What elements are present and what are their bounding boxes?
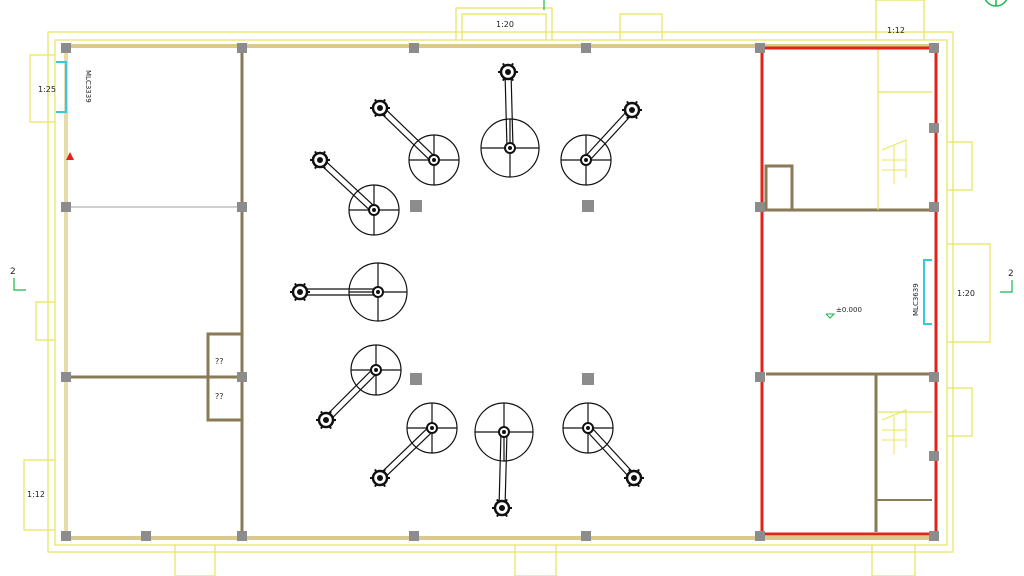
floor-pad <box>410 200 422 212</box>
robot-cell <box>480 62 540 178</box>
column <box>237 531 247 541</box>
scale-label-top-right: 1:12 <box>887 26 905 35</box>
axis-marker-right <box>1000 280 1013 293</box>
column <box>237 202 247 212</box>
column <box>61 531 71 541</box>
column <box>61 43 71 53</box>
column <box>409 43 419 53</box>
column <box>581 43 591 53</box>
floor-pad <box>582 373 594 385</box>
door-code-left: MLC3339 <box>84 70 92 103</box>
perimeter-outline <box>23 0 991 576</box>
stair-top <box>881 139 907 184</box>
right-wing-partitions <box>877 48 932 413</box>
column <box>237 372 247 382</box>
column <box>409 531 419 541</box>
floor-pad <box>410 373 422 385</box>
column <box>141 531 151 541</box>
column <box>929 202 939 212</box>
column <box>61 372 71 382</box>
scale-label-left-bottom: 1:12 <box>27 490 45 499</box>
robot-cell <box>370 402 458 488</box>
structural-columns <box>61 43 939 541</box>
elevation-marker <box>825 313 836 319</box>
column <box>929 372 939 382</box>
window-left <box>56 61 67 113</box>
column <box>237 43 247 53</box>
equipment-group <box>290 62 644 518</box>
column <box>755 202 765 212</box>
floor-pads <box>410 200 594 385</box>
column <box>929 531 939 541</box>
column <box>581 531 591 541</box>
scale-label-top: 1:20 <box>496 20 514 29</box>
robot-cell <box>370 98 460 186</box>
column <box>929 43 939 53</box>
elevation-label: ±0.000 <box>836 306 862 314</box>
scale-label-right: 1:20 <box>957 289 975 298</box>
axis-label-right: 2 <box>1008 269 1014 279</box>
robot-cell <box>560 100 642 186</box>
room-label-upper: ?? <box>215 357 224 366</box>
window-right <box>923 259 932 325</box>
red-marker <box>66 152 74 160</box>
robot-cell <box>316 344 402 430</box>
axis-label-left: 2 <box>10 267 16 277</box>
robot-cell <box>290 262 408 322</box>
wall-band <box>64 44 936 540</box>
column <box>755 531 765 541</box>
highlighted-zone[interactable] <box>760 46 938 536</box>
column <box>61 202 71 212</box>
axis-marker-left <box>13 278 26 291</box>
column <box>755 43 765 53</box>
floor-pad <box>582 200 594 212</box>
north-arrow-icon <box>984 0 1008 7</box>
robot-cell <box>310 150 400 236</box>
robot-cell <box>474 402 534 518</box>
column <box>929 451 939 461</box>
interior-walls <box>68 48 932 536</box>
column <box>755 372 765 382</box>
column <box>929 123 939 133</box>
robot-cell <box>562 402 644 488</box>
stair-bottom <box>881 409 907 454</box>
scale-label-left-top: 1:25 <box>38 85 56 94</box>
door-code-right: MLC3639 <box>912 283 920 316</box>
room-label-lower: ?? <box>215 392 224 401</box>
